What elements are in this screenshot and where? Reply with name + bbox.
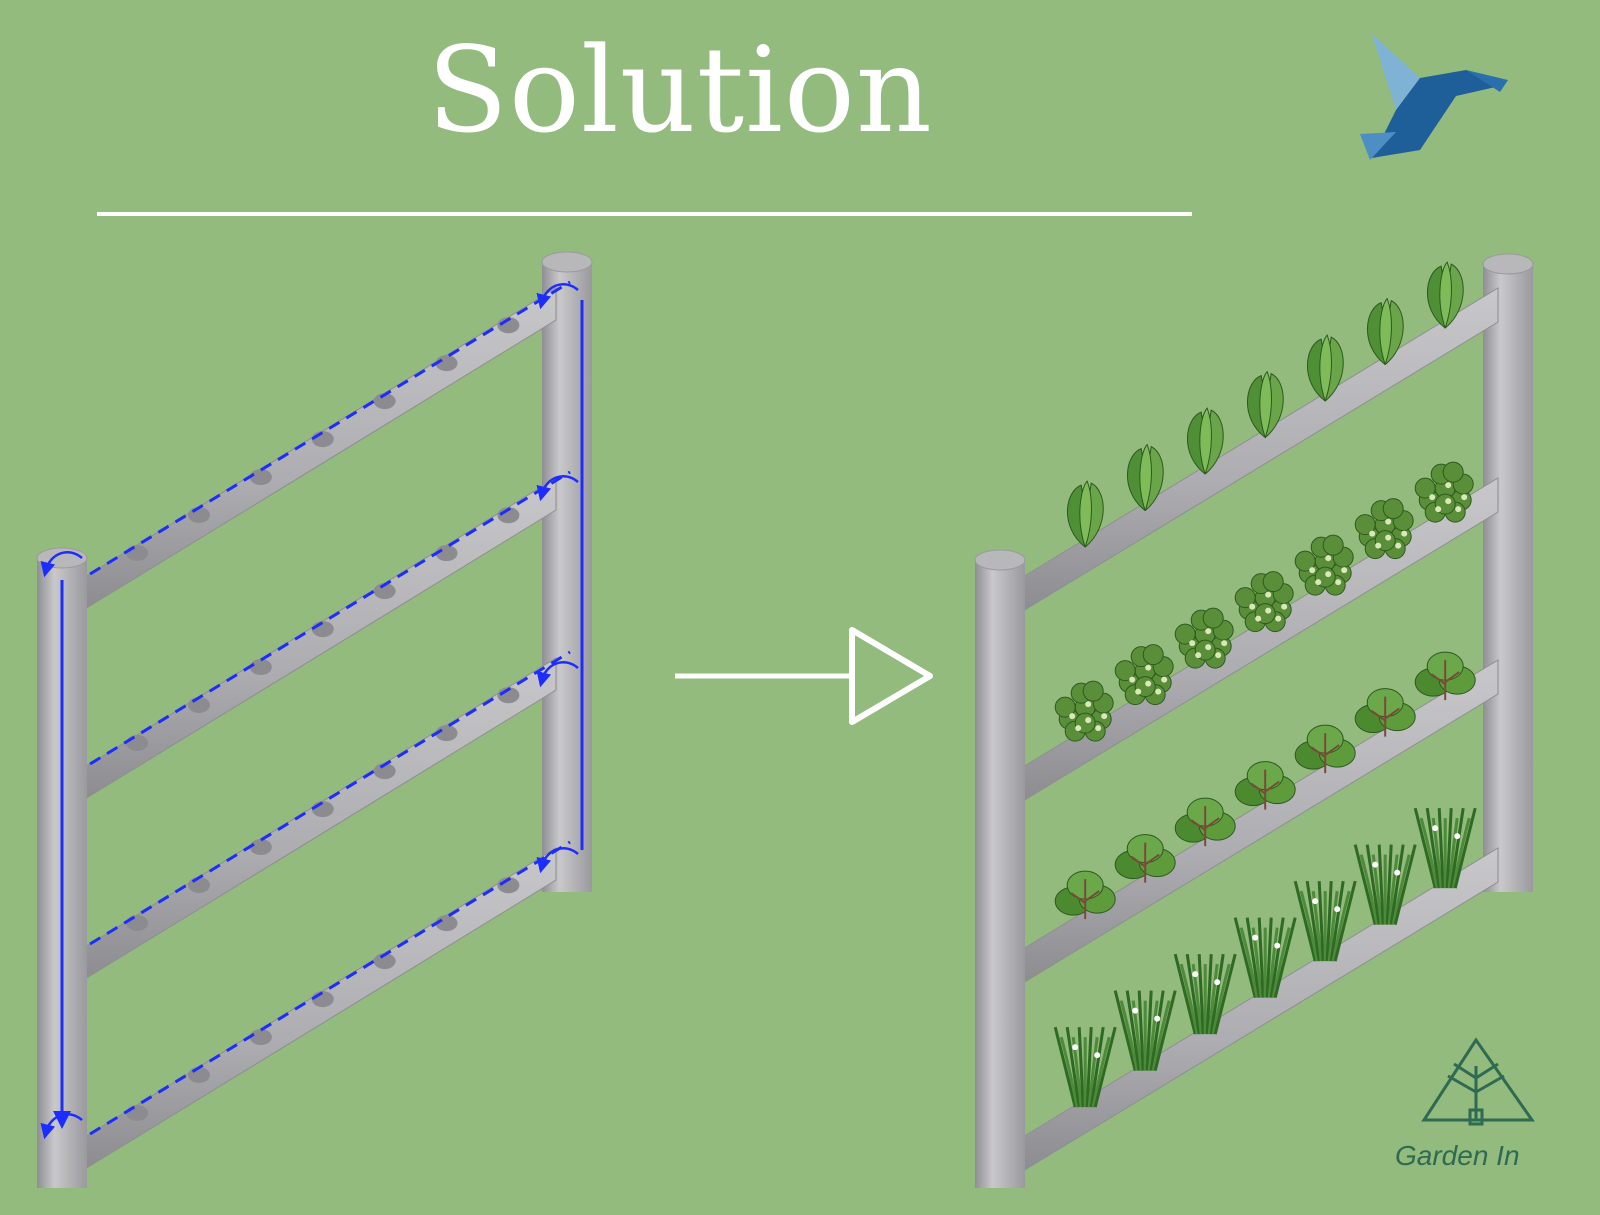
tall-grass-chives-icon xyxy=(1293,880,1357,962)
romaine-lettuce-icon xyxy=(1126,443,1164,512)
pipe-hole xyxy=(126,914,149,931)
romaine-lettuce-icon xyxy=(1426,261,1464,329)
flow-turn-arrow xyxy=(536,661,579,688)
tree-triangle-icon xyxy=(1421,1037,1535,1126)
leafy-cabbage-icon xyxy=(1354,688,1416,737)
brand-label: Garden In xyxy=(1395,1140,1520,1171)
tall-grass-chives-icon xyxy=(1053,1026,1117,1108)
romaine-lettuce-icon xyxy=(1246,370,1284,439)
pipe-hole xyxy=(249,839,272,856)
herb-bush-icon xyxy=(1174,607,1234,669)
right-rack-right-post-cap xyxy=(1482,253,1534,275)
left-rack-pipe xyxy=(79,477,557,803)
herb-bush-icon xyxy=(1414,461,1474,523)
pipe-hole xyxy=(249,659,272,676)
tall-grass-chives-icon xyxy=(1173,953,1237,1035)
flow-turn-arrow xyxy=(536,475,579,502)
leafy-cabbage-icon xyxy=(1294,724,1356,774)
right-rack xyxy=(974,253,1534,1188)
left-rack-pipe xyxy=(79,287,557,613)
left-rack-pipe xyxy=(79,847,557,1173)
herb-bush-icon xyxy=(1234,571,1294,633)
leafy-cabbage-icon xyxy=(1114,834,1176,883)
pipe-hole xyxy=(373,953,396,970)
origami-bird-icon xyxy=(1360,34,1508,160)
tall-grass-chives-icon xyxy=(1113,990,1177,1071)
pipe-hole xyxy=(126,1104,149,1121)
romaine-lettuce-icon xyxy=(1186,407,1224,475)
pipe-hole xyxy=(373,583,396,600)
herb-bush-icon xyxy=(1354,498,1414,560)
romaine-lettuce-icon xyxy=(1066,480,1104,548)
right-rack-left-post xyxy=(975,560,1025,1188)
herb-bush-icon xyxy=(1114,644,1174,706)
pipe-hole xyxy=(249,1029,272,1046)
left-rack-pipe xyxy=(79,657,557,983)
flow-dashed-line xyxy=(89,650,571,946)
tall-grass-chives-icon xyxy=(1353,844,1417,925)
flow-dashed-line xyxy=(89,840,571,1136)
right-rack-left-post-cap xyxy=(974,549,1026,571)
left-rack-right-post-cap xyxy=(541,251,593,273)
left-rack-right-post xyxy=(542,262,592,892)
left-rack-left-post-cap xyxy=(36,547,88,569)
flow-turn-arrow xyxy=(536,283,579,310)
leafy-cabbage-icon xyxy=(1054,870,1116,920)
right-rack-pipe xyxy=(1017,287,1499,615)
flow-turn-arrow xyxy=(40,1113,83,1140)
flow-turn-arrow xyxy=(536,847,579,874)
leafy-cabbage-icon xyxy=(1234,761,1296,810)
pipe-hole xyxy=(373,393,396,410)
flow-dashed-line xyxy=(89,280,571,576)
flow-dashed-line xyxy=(89,470,571,766)
herb-bush-icon xyxy=(1294,534,1354,596)
pipe-hole xyxy=(249,469,272,486)
leafy-cabbage-icon xyxy=(1414,651,1476,701)
pipe-hole xyxy=(373,763,396,780)
tall-grass-chives-icon xyxy=(1233,917,1297,998)
pipe-hole xyxy=(126,544,149,561)
romaine-lettuce-icon xyxy=(1366,297,1404,366)
right-rack-right-post xyxy=(1483,264,1533,892)
hollow-triangle-arrow-icon[interactable] xyxy=(675,627,933,725)
romaine-lettuce-icon xyxy=(1306,334,1344,402)
slide-title: Solution xyxy=(427,21,933,159)
flow-turn-arrow xyxy=(40,551,83,578)
herb-bush-icon xyxy=(1054,680,1114,742)
leafy-cabbage-icon xyxy=(1174,797,1236,847)
left-rack xyxy=(36,251,593,1188)
tall-grass-chives-icon xyxy=(1413,807,1477,889)
pipe-hole xyxy=(126,734,149,751)
